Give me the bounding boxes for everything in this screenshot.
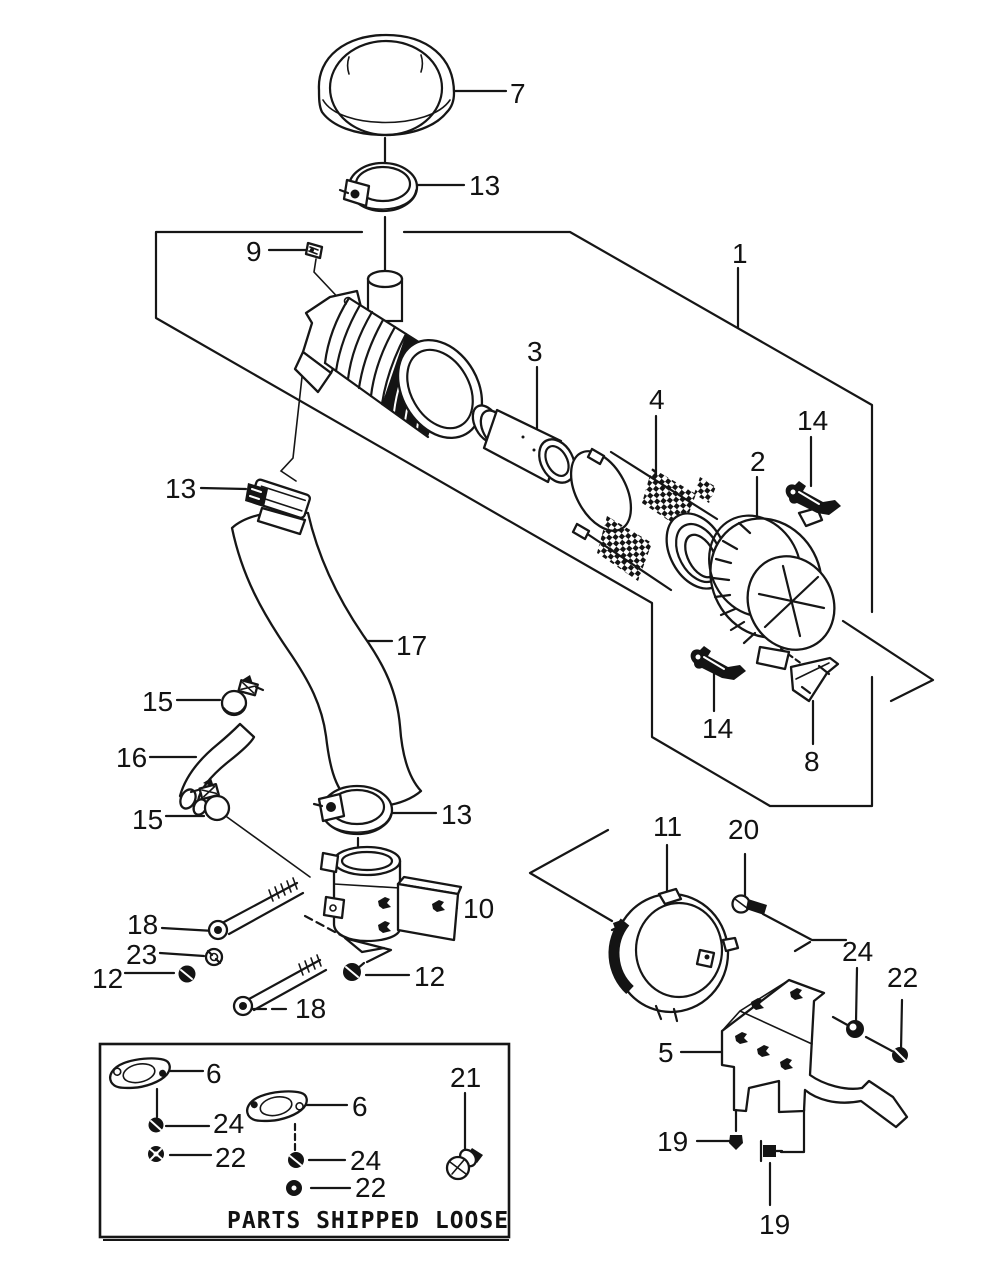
cup-star bbox=[757, 564, 826, 638]
mounting-screw bbox=[304, 241, 324, 260]
hose-clamp-upper bbox=[220, 675, 265, 717]
callout-14-upper[interactable]: 14 bbox=[797, 405, 828, 436]
precleaner-cap bbox=[317, 33, 456, 137]
outlet-ring bbox=[396, 338, 484, 440]
callout-16[interactable]: 16 bbox=[116, 742, 147, 773]
retainer-clip-lower bbox=[689, 645, 747, 681]
inlet-tube bbox=[471, 404, 576, 484]
intake-hose bbox=[230, 510, 423, 808]
callout-19-bottom[interactable]: 19 bbox=[759, 1209, 790, 1240]
bracket-bolt-axis bbox=[831, 1015, 894, 1053]
nut-24-bracket bbox=[846, 1020, 864, 1038]
callout-18-upper[interactable]: 18 bbox=[127, 909, 158, 940]
callout-20[interactable]: 20 bbox=[728, 814, 759, 845]
elbow-clamp bbox=[312, 784, 394, 836]
callout-12-left[interactable]: 12 bbox=[92, 963, 123, 994]
inlet-connector-line bbox=[279, 367, 304, 482]
callout-6-first[interactable]: 6 bbox=[206, 1058, 222, 1089]
bolt-20 bbox=[731, 894, 767, 915]
hose-clamp-lower bbox=[189, 778, 231, 822]
air-cleaner-body bbox=[293, 269, 484, 440]
callout-15-lower[interactable]: 15 bbox=[132, 804, 163, 835]
bracket-5 bbox=[720, 978, 909, 1133]
nut-24-box-first bbox=[148, 1117, 164, 1133]
callout-1[interactable]: 1 bbox=[732, 238, 748, 269]
leader-23 bbox=[158, 951, 206, 958]
stud19-connector bbox=[779, 1107, 806, 1154]
nut-12-right bbox=[343, 963, 361, 981]
callout-22-right[interactable]: 22 bbox=[887, 962, 918, 993]
bolt20-pointer-arrow bbox=[761, 912, 848, 953]
callout-12-right[interactable]: 12 bbox=[414, 961, 445, 992]
callout-15-upper[interactable]: 15 bbox=[142, 686, 173, 717]
callout-6-second[interactable]: 6 bbox=[352, 1091, 368, 1122]
cup-rim-ticks bbox=[711, 521, 757, 645]
callout-2[interactable]: 2 bbox=[750, 446, 766, 477]
washer-22-box-second bbox=[286, 1180, 302, 1196]
callout-13-elbow[interactable]: 13 bbox=[441, 799, 472, 830]
nut-12-left bbox=[178, 965, 196, 983]
callout-4[interactable]: 4 bbox=[649, 384, 665, 415]
callout-24-right[interactable]: 24 bbox=[842, 936, 873, 967]
mounting-bolt-upper bbox=[207, 877, 305, 941]
washer-22-box-first bbox=[148, 1146, 164, 1162]
loose-parts-box-title: PARTS SHIPPED LOOSE bbox=[227, 1208, 509, 1234]
nut-24-box-second bbox=[288, 1152, 304, 1168]
leader-22-right bbox=[899, 998, 904, 1052]
callout-labels: 7 13 9 1 3 4 2 14 13 17 15 16 15 13 14 8… bbox=[92, 78, 918, 1240]
baffle bbox=[789, 656, 840, 703]
callout-21[interactable]: 21 bbox=[450, 1062, 481, 1093]
callout-22-box1[interactable]: 22 bbox=[215, 1142, 246, 1173]
callout-8[interactable]: 8 bbox=[804, 746, 820, 777]
callout-13-cap[interactable]: 13 bbox=[469, 170, 500, 201]
clamp15-pointer-line bbox=[226, 816, 311, 878]
adapter bbox=[319, 845, 463, 954]
callout-7[interactable]: 7 bbox=[510, 78, 526, 109]
band-pointer-arrow bbox=[528, 828, 614, 923]
nut12-chevron bbox=[346, 937, 393, 964]
gasket-6-second bbox=[246, 1090, 308, 1123]
loose-parts-box: PARTS SHIPPED LOOSE bbox=[98, 1042, 511, 1241]
callout-24-box1[interactable]: 24 bbox=[213, 1108, 244, 1139]
callout-22-box2[interactable]: 22 bbox=[355, 1172, 386, 1203]
mounting-bolt-lower bbox=[232, 954, 328, 1017]
leader-18-upper bbox=[160, 926, 216, 933]
retainer-clip-upper bbox=[784, 480, 842, 516]
dust-cup bbox=[708, 506, 836, 671]
clamp-band bbox=[608, 887, 740, 1023]
callout-17[interactable]: 17 bbox=[396, 630, 427, 661]
stud-19-left bbox=[729, 1135, 743, 1150]
inlet-stub bbox=[256, 506, 307, 536]
bolt-21 bbox=[445, 1148, 483, 1181]
callout-9[interactable]: 9 bbox=[246, 236, 262, 267]
gasket-6-first bbox=[109, 1057, 171, 1090]
washer-22-bracket bbox=[892, 1047, 908, 1063]
filter-mesh-texture bbox=[597, 516, 652, 581]
callout-14-lower[interactable]: 14 bbox=[702, 713, 733, 744]
callout-11[interactable]: 11 bbox=[653, 811, 682, 842]
cap-clamp bbox=[338, 161, 419, 213]
callout-3[interactable]: 3 bbox=[527, 336, 543, 367]
callout-18-lower[interactable]: 18 bbox=[295, 993, 326, 1024]
washer-23 bbox=[204, 947, 224, 967]
callout-10[interactable]: 10 bbox=[463, 893, 494, 924]
assembly-outline bbox=[154, 230, 935, 808]
breather-hose bbox=[178, 722, 256, 816]
leader-13-inlet bbox=[199, 486, 248, 491]
callout-24-box2[interactable]: 24 bbox=[350, 1145, 381, 1176]
inlet-clamp bbox=[245, 478, 311, 536]
callout-19-left[interactable]: 19 bbox=[657, 1126, 688, 1157]
callout-23[interactable]: 23 bbox=[126, 939, 157, 970]
leader-24-right bbox=[854, 966, 859, 1024]
callout-5[interactable]: 5 bbox=[658, 1037, 674, 1068]
callout-13-inlet[interactable]: 13 bbox=[165, 473, 196, 504]
stud-19-bottom bbox=[759, 1139, 784, 1163]
